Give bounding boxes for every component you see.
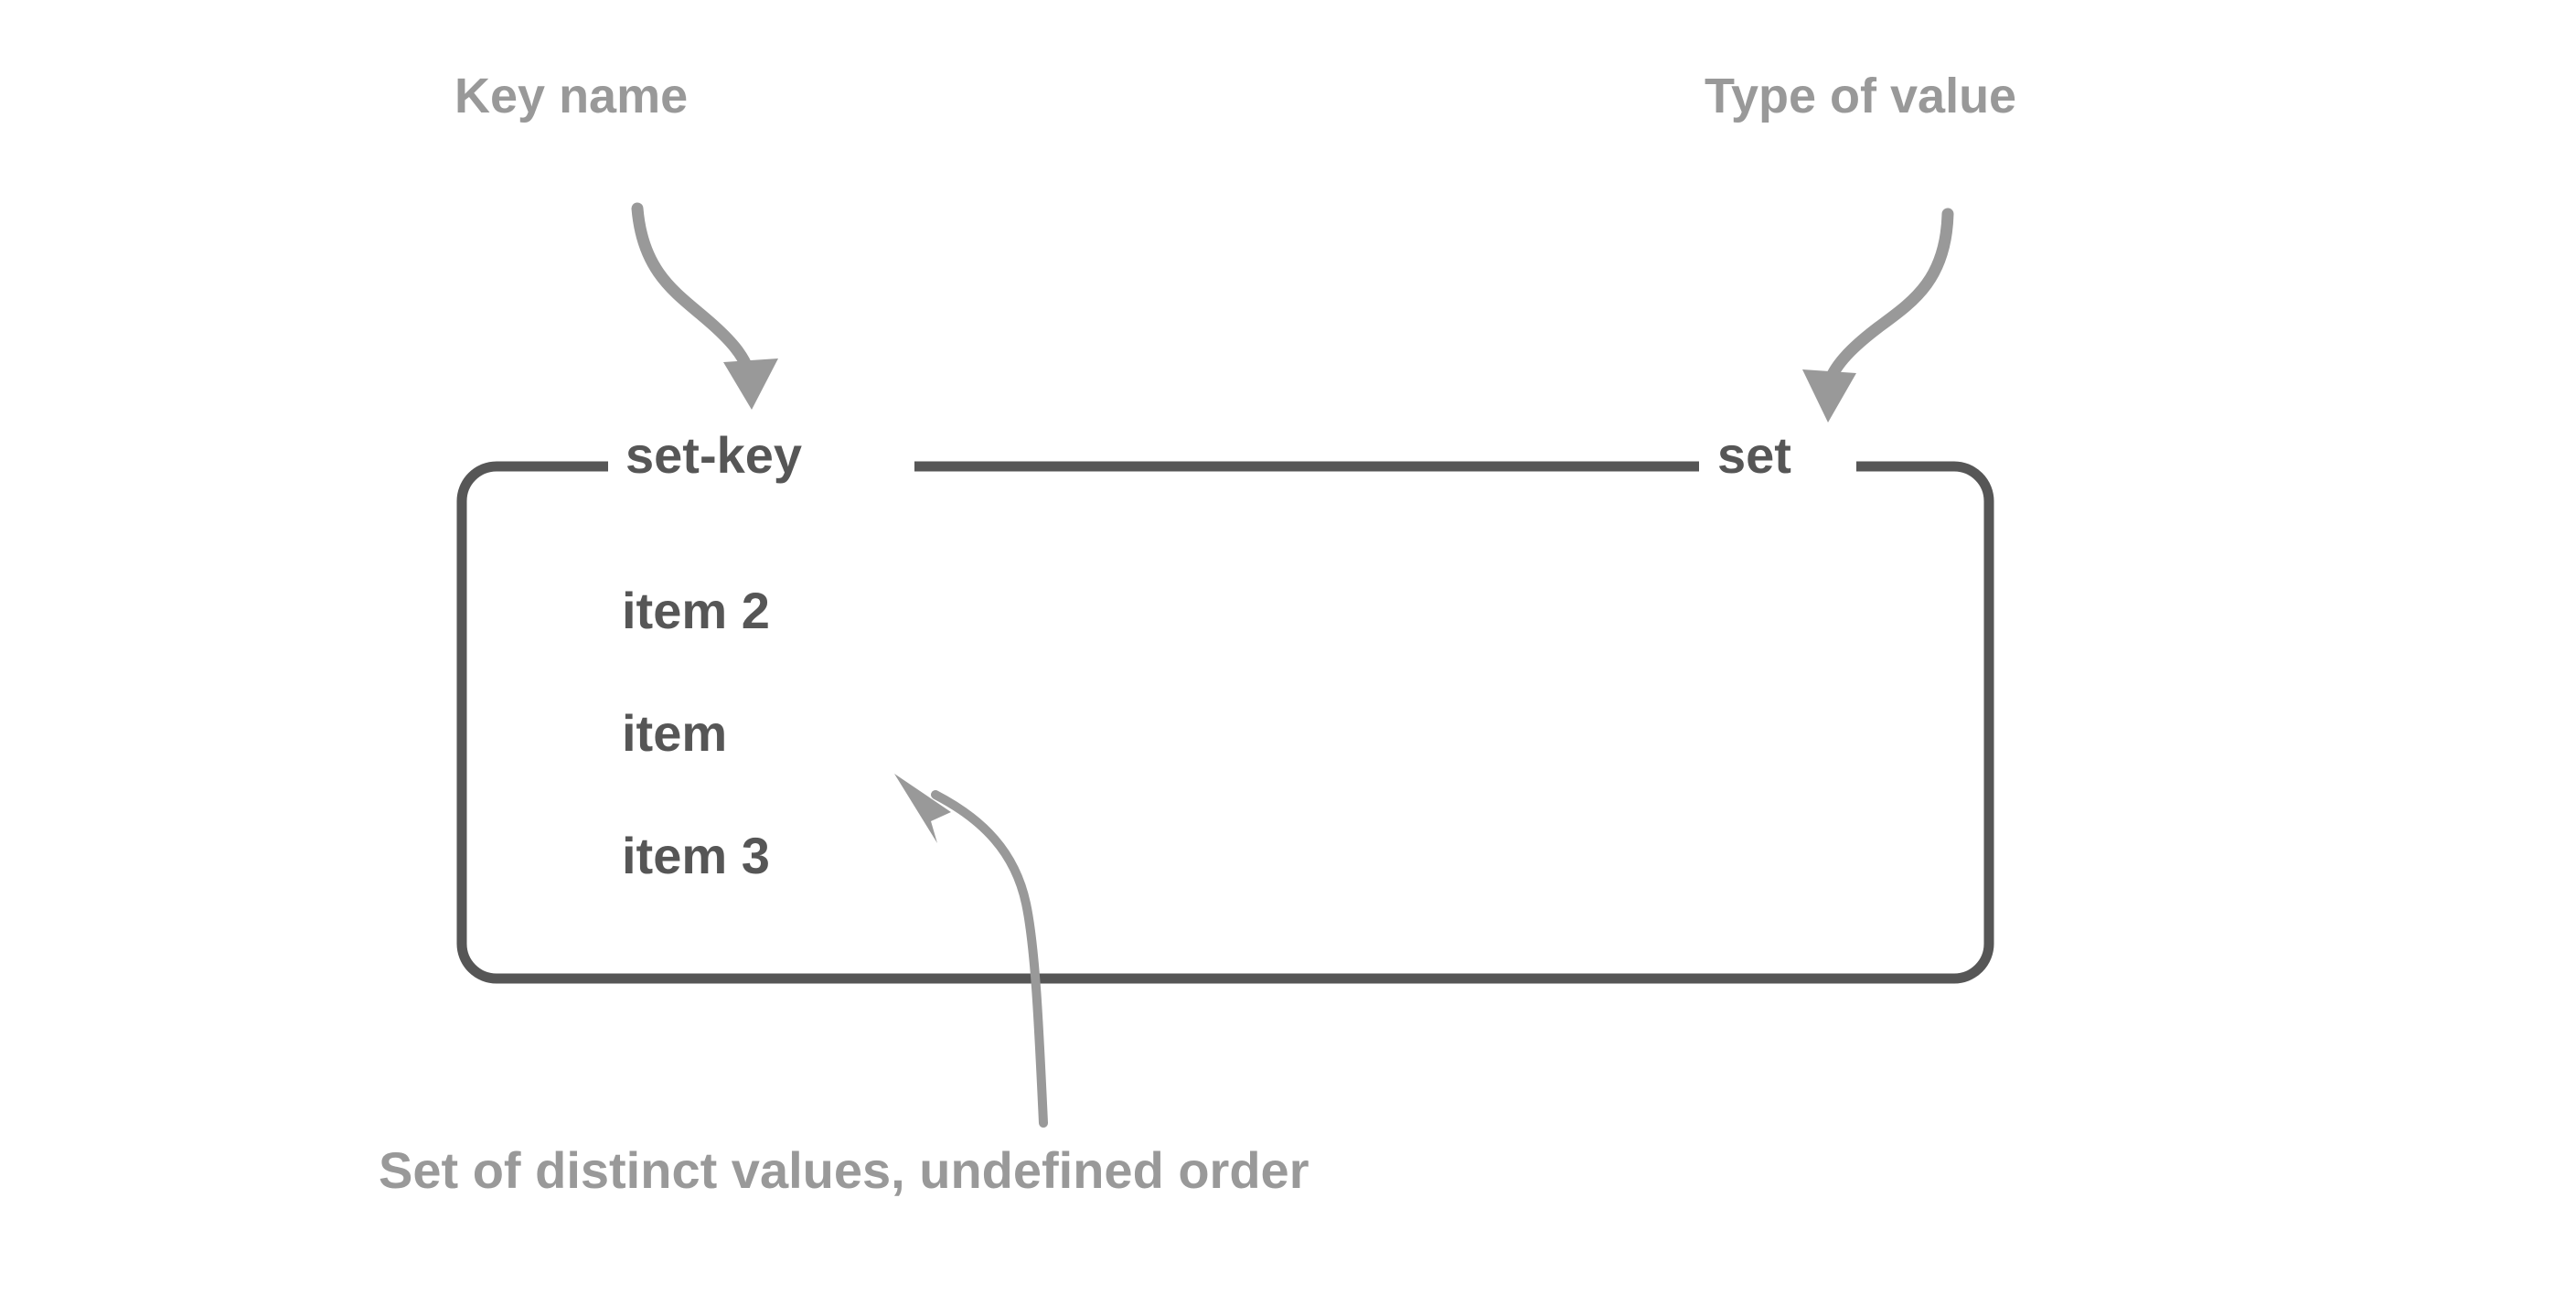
- type-value-arrow-shaft: [1823, 208, 1954, 387]
- set-item: item 2: [622, 582, 770, 639]
- key-name-arrowhead: [723, 358, 778, 410]
- set-type-label: set: [1703, 430, 1806, 481]
- key-name-arrow: [631, 202, 778, 410]
- set-key-label: set-key: [611, 430, 818, 481]
- annotation-caption: Set of distinct values, undefined order: [379, 1141, 1309, 1199]
- set-item-list: item 2 item item 3: [622, 585, 1445, 882]
- type-value-arrow: [1802, 208, 1954, 423]
- set-item: item: [622, 704, 728, 762]
- annotation-type-of-value: Type of value: [1705, 69, 2017, 123]
- key-name-arrow-shaft: [631, 202, 754, 376]
- annotation-key-name: Key name: [454, 69, 689, 123]
- box-border-bottom: [456, 943, 1994, 984]
- type-value-arrowhead: [1802, 369, 1856, 423]
- box-border-top-left: [456, 461, 608, 502]
- box-border-top-right: [1856, 461, 1994, 502]
- set-item: item 3: [622, 827, 770, 884]
